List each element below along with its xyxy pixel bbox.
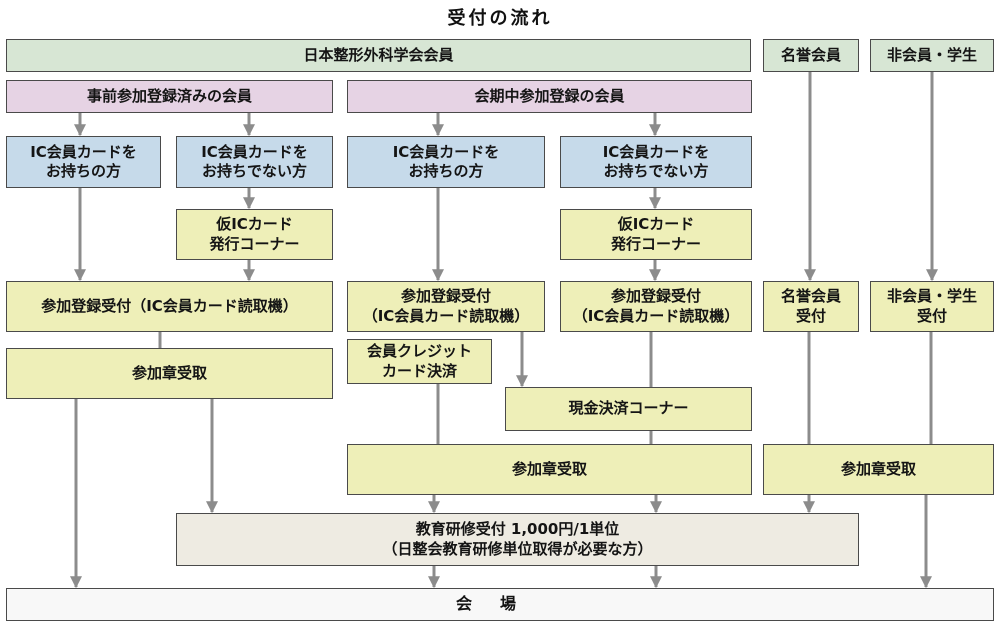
non-member-reception-box: 非会員・学生 受付 <box>870 281 994 332</box>
non-member-student-header: 非会員・学生 <box>870 39 994 72</box>
pre-registered-member-box: 事前参加登録済みの会員 <box>6 80 333 113</box>
onsite-without-card-reception-box: 参加登録受付 （IC会員カード読取機） <box>560 281 752 332</box>
honorary-member-header: 名誉会員 <box>763 39 859 72</box>
onsite-registration-member-box: 会期中参加登録の会員 <box>347 80 752 113</box>
temp-card-desk-box: 仮ICカード 発行コーナー <box>176 209 333 260</box>
education-reception-box: 教育研修受付 1,000円/1単位 （日整会教育研修単位取得が必要な方） <box>176 513 859 566</box>
onsite-with-card-reception-box: 参加登録受付 （IC会員カード読取機） <box>347 281 545 332</box>
onsite-without-ic-card-box: IC会員カードを お持ちでない方 <box>560 136 752 188</box>
page-title: 受付の流れ <box>447 8 553 29</box>
pre-registration-reception-box: 参加登録受付（IC会員カード読取機） <box>6 281 333 332</box>
honorary-badge-pickup-box: 参加章受取 <box>763 444 994 495</box>
onsite-with-ic-card-box: IC会員カードを お持ちの方 <box>347 136 545 188</box>
credit-card-payment-box: 会員クレジット カード決済 <box>347 339 492 384</box>
honorary-reception-box: 名誉会員 受付 <box>763 281 859 332</box>
pre-badge-pickup-box: 参加章受取 <box>6 348 333 399</box>
with-ic-card-box: IC会員カードを お持ちの方 <box>6 136 161 188</box>
venue-box: 会場 <box>6 588 994 621</box>
jos-members-header: 日本整形外科学会会員 <box>6 39 751 72</box>
cash-payment-box: 現金決済コーナー <box>505 387 752 431</box>
onsite-temp-card-desk-box: 仮ICカード 発行コーナー <box>560 209 752 260</box>
without-ic-card-box: IC会員カードを お持ちでない方 <box>176 136 333 188</box>
onsite-badge-pickup-box: 参加章受取 <box>347 444 752 495</box>
